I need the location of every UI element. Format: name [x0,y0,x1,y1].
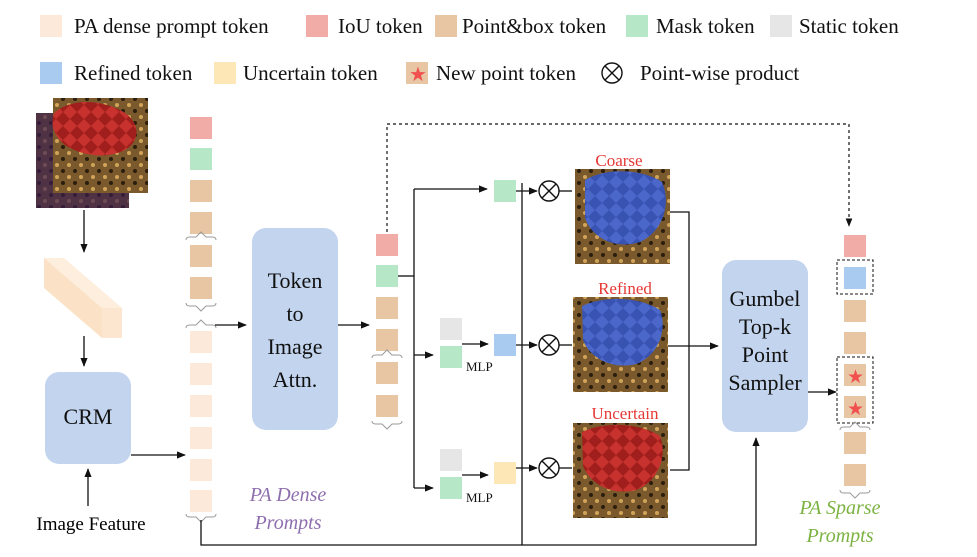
gumbel-topk-point-sampler-block: Gumbel Top-k Point Sampler [722,260,808,432]
point-box-token [376,297,398,319]
star-icon: ★ [409,62,427,86]
point-box-token [376,395,398,417]
mask-token [440,477,462,499]
uncertain-mask-image [573,423,668,518]
feature-cube [44,258,122,338]
mask-token [376,265,398,287]
point-box-token [844,332,866,354]
refined-label: Refined [598,279,652,298]
legend-swatch-iou [306,15,328,37]
point-box-token [844,432,866,454]
t2i-label-line2: to [286,301,303,326]
legend-swatch-uncertain [214,62,236,84]
star-icon: ★ [847,398,864,420]
mask-token [190,148,212,170]
gumbel-label-line3: Point [742,342,788,367]
legend-swatch-static [770,15,792,37]
pa-dense-token [190,395,212,417]
static-token [440,318,462,340]
legend-mask-label: Mask token [656,14,755,38]
coarse-mask-token [494,180,516,202]
pa-dense-prompts-label-line1: PA Dense [249,484,327,506]
coarse-mask-image [575,169,670,264]
pa-dense-token [190,490,212,512]
point-box-token [376,362,398,384]
legend-swatch-mask [626,15,648,37]
point-box-token [190,180,212,202]
uncertain-token [494,462,516,484]
point-box-token [190,245,212,267]
iou-token [844,235,866,257]
pa-dense-token [190,331,212,353]
gumbel-label-line1: Gumbel [730,286,801,311]
legend-iou-label: IoU token [338,14,423,38]
iou-token [376,234,398,256]
mask-token [440,346,462,368]
new-point-token [844,364,866,386]
gumbel-label-line2: Top-k [739,314,791,339]
new-point-token [844,396,866,418]
t2i-label-line4: Attn. [273,367,318,392]
sparse-token-column: ★ ★ [836,235,874,499]
otimes-icon [538,334,560,356]
pa-dense-token [190,427,212,449]
point-box-token [376,329,398,351]
legend: PA dense prompt token IoU token Point&bo… [40,14,899,86]
legend-swatch-pa-dense [40,15,62,37]
legend-refined-label: Refined token [74,61,193,85]
mlp-label-refined: MLP [466,359,493,374]
refined-mask-image [573,297,668,392]
output-token-column [371,234,403,430]
pa-sparse-prompts-label-line1: PA Sparse [799,497,881,519]
point-box-token [190,277,212,299]
crm-block: CRM [45,372,131,464]
token-to-image-attn-block: Token to Image Attn. [252,228,338,430]
point-box-token [190,212,212,234]
otimes-icon [601,62,623,84]
legend-swatch-refined [40,62,62,84]
refined-token [844,267,866,289]
legend-pointwise-label: Point-wise product [640,61,799,85]
point-box-token [844,464,866,486]
gumbel-label-line4: Sampler [728,370,802,395]
legend-swatch-point-box [435,15,457,37]
t2i-label-line1: Token [268,268,323,293]
input-token-column [185,117,217,523]
t2i-label-line3: Image [268,334,323,359]
refined-token [494,334,516,356]
otimes-icon [538,180,560,202]
pa-sparse-prompts-label-line2: Prompts [805,525,873,547]
legend-swatch-new-point [406,62,428,84]
input-image [36,98,148,208]
crm-label: CRM [64,404,113,429]
static-token [440,449,462,471]
iou-token [190,117,212,139]
otimes-icon [538,457,560,479]
star-icon: ★ [847,366,864,388]
image-feature-label: Image Feature [36,514,145,535]
pa-dense-prompts-label-line2: Prompts [253,512,321,534]
pa-dense-token [190,363,212,385]
legend-static-label: Static token [799,14,899,38]
pa-dense-token [190,459,212,481]
uncertain-label: Uncertain [591,404,659,423]
legend-new-point-label: New point token [436,61,576,85]
point-box-token [844,300,866,322]
mlp-label-uncertain: MLP [466,490,493,505]
coarse-label: Coarse [595,151,642,170]
legend-point-box-label: Point&box token [462,14,607,38]
legend-uncertain-label: Uncertain token [243,61,378,85]
legend-pa-dense-label: PA dense prompt token [74,14,269,38]
